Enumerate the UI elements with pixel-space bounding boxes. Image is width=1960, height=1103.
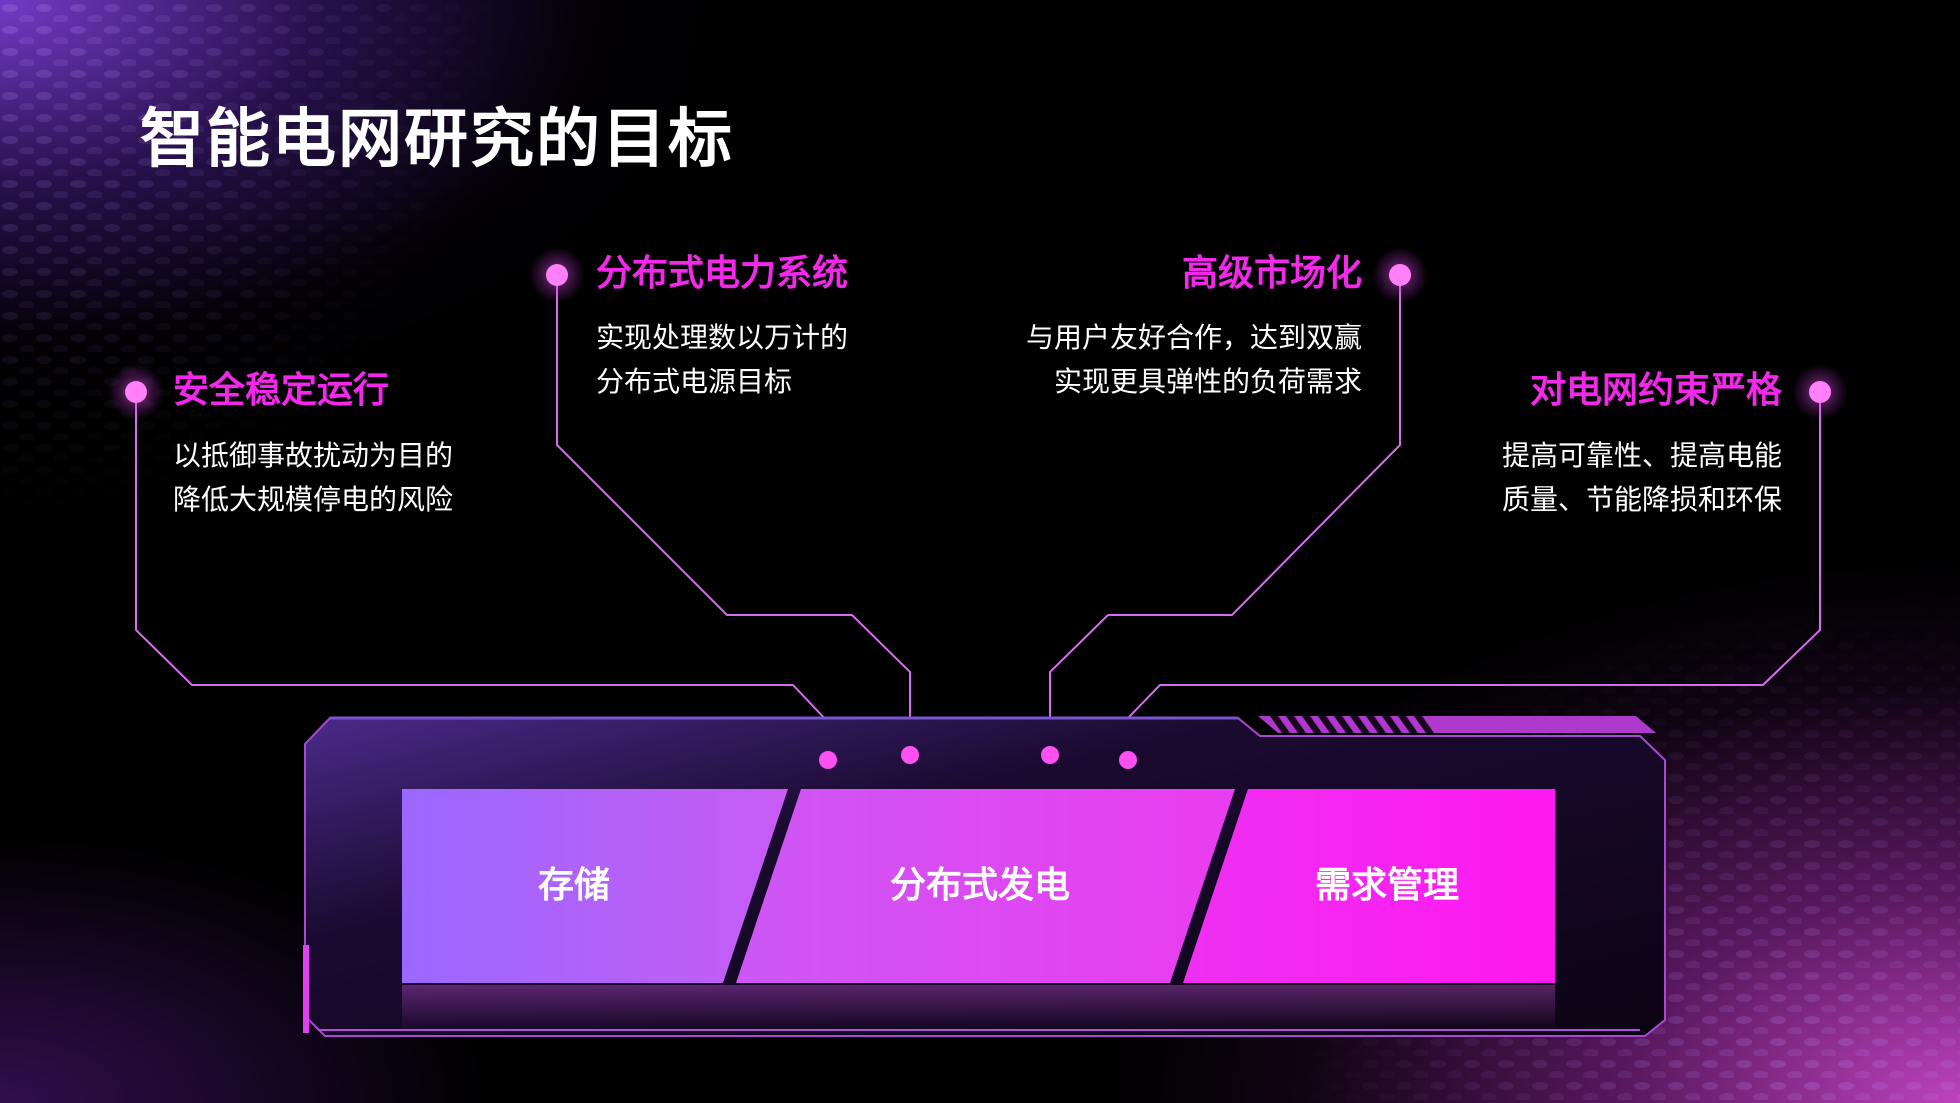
goal-4-line-2: 质量、节能降损和环保 xyxy=(1501,483,1782,516)
goal-4-description: 提高可靠性、提高电能 质量、节能降损和环保 xyxy=(1502,434,1782,522)
goal-1-line-2: 降低大规模停电的风险 xyxy=(173,483,454,516)
panel-left-accent xyxy=(303,945,309,1033)
goal-marker-4 xyxy=(1809,381,1831,403)
panel-dot-2 xyxy=(901,746,919,764)
goal-marker-2 xyxy=(546,264,568,286)
goal-4-title: 对电网约束严格 xyxy=(1529,370,1782,411)
panel-stripe-tab xyxy=(1258,716,1656,733)
panel-dot-3 xyxy=(1041,746,1059,764)
segment-3-shape xyxy=(1183,789,1555,983)
goal-1-line-1: 以抵御事故扰动为目的 xyxy=(173,439,454,472)
segment-reflection xyxy=(402,985,1555,1030)
goal-3-line-2: 实现更具弹性的负荷需求 xyxy=(1053,365,1362,398)
goal-3-line-1: 与用户友好合作，达到双赢 xyxy=(1025,321,1362,354)
goal-2-line-2: 分布式电源目标 xyxy=(596,365,793,398)
goal-marker-1 xyxy=(125,381,147,403)
goal-2-line-1: 实现处理数以万计的 xyxy=(596,321,849,354)
panel-dot-4 xyxy=(1119,751,1137,769)
segments xyxy=(402,789,1555,1030)
goal-3-title: 高级市场化 xyxy=(1181,253,1362,294)
segment-label-storage: 存储 xyxy=(537,865,611,906)
goal-4-line-1: 提高可靠性、提高电能 xyxy=(1501,439,1782,472)
goal-marker-3 xyxy=(1389,264,1411,286)
connector-goal-3 xyxy=(1049,275,1401,755)
goal-1-title: 安全稳定运行 xyxy=(173,370,390,411)
segment-label-demand-management: 需求管理 xyxy=(1314,865,1460,906)
connector-goal-2 xyxy=(556,275,911,755)
goal-3-description: 与用户友好合作，达到双赢 实现更具弹性的负荷需求 xyxy=(1026,316,1362,404)
panel-dot-1 xyxy=(819,751,837,769)
page-title: 智能电网研究的目标 xyxy=(140,103,734,177)
goal-markers xyxy=(108,247,1848,420)
segment-2-shape xyxy=(736,789,1235,983)
goal-2-description: 实现处理数以万计的 分布式电源目标 xyxy=(596,316,848,404)
segment-label-distributed-generation: 分布式发电 xyxy=(889,865,1071,906)
segment-1-shape xyxy=(402,789,788,983)
panel-dots xyxy=(819,746,1137,769)
goal-2-title: 分布式电力系统 xyxy=(596,253,849,294)
goal-1-description: 以抵御事故扰动为目的 降低大规模停电的风险 xyxy=(173,434,453,522)
